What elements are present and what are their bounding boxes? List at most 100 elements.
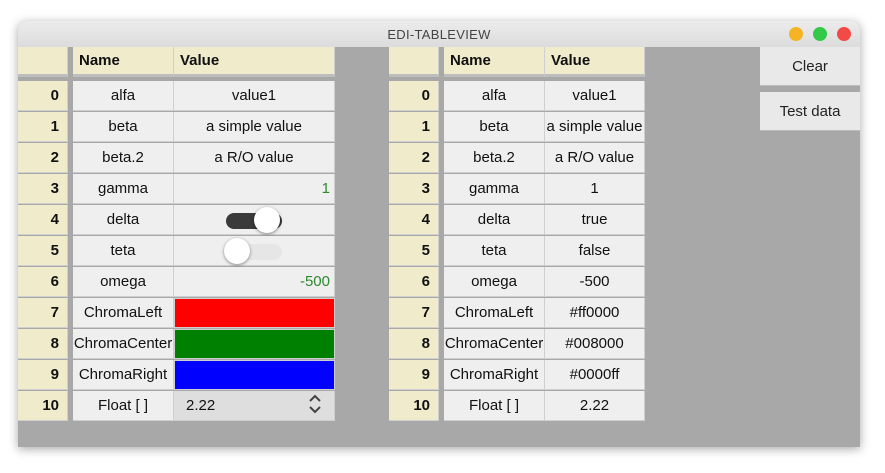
row-index: 4 [18, 205, 68, 235]
toggle-knob [254, 206, 280, 233]
color-swatch[interactable] [174, 360, 335, 390]
spinbox-value: 2.22 [186, 397, 216, 414]
toggle-cell [174, 236, 335, 266]
column-gap [439, 329, 444, 360]
column-gap [68, 360, 73, 391]
row-index: 10 [18, 391, 68, 421]
row-index: 0 [18, 81, 68, 111]
row-name: beta [73, 112, 174, 142]
color-swatch[interactable] [174, 298, 335, 328]
column-gap [439, 143, 444, 174]
color-swatch[interactable] [174, 329, 335, 359]
row-name: alfa [73, 81, 174, 111]
row-name: Float [ ] [73, 391, 174, 421]
column-gap [68, 205, 73, 236]
row-value: #0000ff [545, 360, 645, 390]
toggle-knob [224, 237, 250, 264]
column-gap [68, 329, 73, 360]
row-value[interactable]: value1 [174, 81, 335, 111]
column-gap [439, 174, 444, 205]
row-name: alfa [444, 81, 545, 111]
row-index: 1 [18, 112, 68, 142]
column-gap [439, 205, 444, 236]
row-name: beta [444, 112, 545, 142]
maximize-button[interactable] [813, 27, 827, 41]
row-name: beta.2 [73, 143, 174, 173]
row-value: 1 [545, 174, 645, 204]
chevron-up-down-icon[interactable] [308, 393, 322, 419]
row-index: 8 [18, 329, 68, 359]
column-header-value[interactable]: Value [545, 47, 645, 77]
row-value[interactable]: a R/O value [174, 143, 335, 173]
column-gap [439, 298, 444, 329]
clear-button[interactable]: Clear [760, 47, 860, 86]
row-index: 10 [389, 391, 439, 421]
row-value[interactable]: -500 [174, 267, 335, 297]
row-index: 5 [18, 236, 68, 266]
test-data-button[interactable]: Test data [760, 92, 860, 131]
close-button[interactable] [837, 27, 851, 41]
column-gap [439, 391, 444, 422]
row-name: omega [73, 267, 174, 297]
row-value[interactable]: 1 [174, 174, 335, 204]
row-value: value1 [545, 81, 645, 111]
row-value: #008000 [545, 329, 645, 359]
corner-cell [389, 47, 439, 77]
row-value: #ff0000 [545, 298, 645, 328]
corner-cell [18, 47, 68, 77]
row-index: 9 [389, 360, 439, 390]
column-header-name[interactable]: Name [444, 47, 545, 77]
column-gap [439, 360, 444, 391]
column-gap [68, 267, 73, 298]
float-spinbox[interactable]: 2.22 [174, 391, 335, 421]
row-name: ChromaRight [444, 360, 545, 390]
row-name: ChromaLeft [444, 298, 545, 328]
toggle-switch-off[interactable] [224, 237, 282, 264]
row-value: false [545, 236, 645, 266]
row-index: 7 [18, 298, 68, 328]
column-gap [439, 81, 444, 112]
row-index: 6 [389, 267, 439, 297]
row-index: 3 [18, 174, 68, 204]
toggle-switch-on[interactable] [226, 206, 282, 233]
row-value: a simple value [545, 112, 645, 142]
column-gap [68, 47, 73, 78]
row-name: delta [73, 205, 174, 235]
column-gap [439, 112, 444, 143]
row-name: ChromaCenter [444, 329, 545, 359]
row-name: gamma [444, 174, 545, 204]
column-header-value[interactable]: Value [174, 47, 335, 77]
minimize-button[interactable] [789, 27, 803, 41]
title-bar[interactable]: EDI-TABLEVIEW [18, 21, 860, 47]
row-value[interactable]: a simple value [174, 112, 335, 142]
column-header-name[interactable]: Name [73, 47, 174, 77]
row-name: beta.2 [444, 143, 545, 173]
row-name: ChromaLeft [73, 298, 174, 328]
row-value: a R/O value [545, 143, 645, 173]
